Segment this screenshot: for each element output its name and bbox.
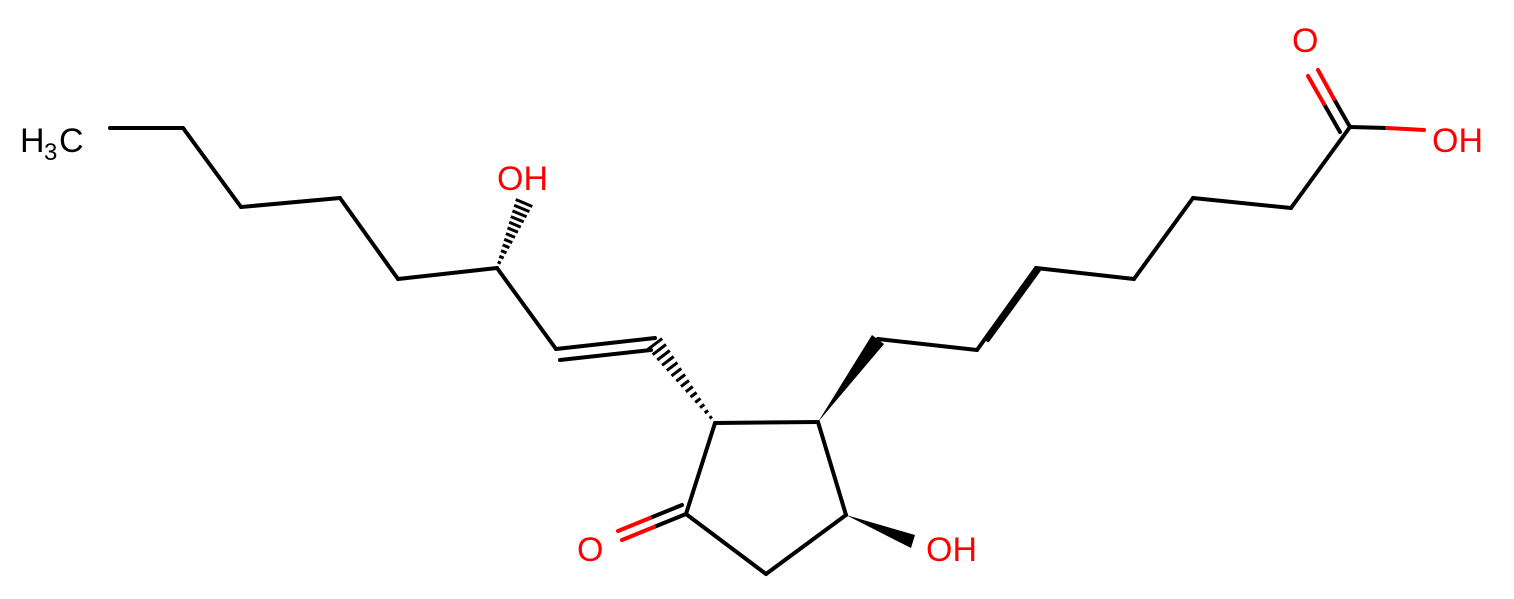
hash-stroke [656,349,671,362]
bond-c5-c6 [396,266,499,281]
hash-stroke [680,379,690,388]
bond-acid-c-o2-black [1322,102,1342,134]
bond-c3-c4 [239,196,342,209]
bond-c2-c3 [181,126,243,209]
wedge-bond-ring-to-oh [846,515,915,548]
methyl-c-label: C [59,122,84,160]
side-chain-hydroxyl-label: OH [497,160,548,198]
hash-stroke [506,226,519,234]
hash-stroke [505,232,516,239]
hash-stroke [651,343,667,356]
hash-stroke [511,209,528,219]
bond-c7-c8 [554,336,657,351]
hash-stroke [665,361,679,372]
hash-stroke [708,415,713,420]
bond-c14-c15 [1034,266,1136,281]
acid-hydroxyl-label: OH [1432,122,1483,160]
hash-stroke [689,391,698,399]
bond-ketone-c-o-black [652,512,688,529]
hash-stroke [500,249,508,255]
hash-stroke [497,260,502,265]
bond-ring-3 [764,513,848,576]
bond-acid-c-oh-red [1385,126,1426,132]
bonds-group [108,125,1352,576]
bond-ring-4 [684,512,768,576]
bond-ketone-c-o-red [620,525,656,542]
bond-c6-c7 [495,266,558,351]
hash-stroke [713,421,717,425]
bond-acid-c-o2-red [1306,74,1326,106]
wedge-bond-ring-to-chain [818,335,884,422]
hash-stroke [699,403,706,409]
bond-acid-c-o-black [1332,97,1352,129]
hash-stroke [510,215,525,224]
bond-c17-c18 [1289,125,1352,210]
bond-c15-c16 [1132,196,1195,281]
hash-stroke [684,385,694,393]
bond-ketone-c-o2-red [616,516,652,533]
hash-stroke [495,266,499,270]
heteroatom-bonds-group [616,68,1426,542]
bond-ketone-c-o2-black [648,503,684,520]
bond-acid-c-oh-black [1348,125,1389,130]
hashed-bond-ring-to-vinyl [646,337,717,425]
bond-c13-c14 [975,266,1038,352]
bond-c7-c8-second [558,348,653,362]
hash-stroke [675,373,687,383]
hash-stroke [515,198,533,208]
bond-c16-c17 [1191,196,1293,210]
bond-acid-c-o-red [1316,68,1336,101]
hash-stroke [513,203,530,213]
bond-c4-c5 [338,196,400,281]
hash-stroke [502,243,510,250]
hash-stroke [703,409,710,415]
hash-stroke [661,355,675,367]
hash-stroke [498,254,505,260]
bond-c13-c14-second [986,268,1041,342]
hash-stroke [694,397,702,404]
ketone-oxygen-label: O [577,531,603,569]
hash-stroke [670,367,683,378]
bond-c12-c13 [876,337,979,352]
ring-hydroxyl-label: OH [926,531,977,569]
atom-labels-group: H 3 C OH O OH O OH [20,22,1483,569]
methyl-h-label: H [20,122,45,160]
hash-stroke [508,220,522,229]
bond-ring-5 [684,421,717,516]
hashed-bond-chain-to-oh [495,198,533,270]
stereo-bonds-group [495,198,915,548]
bond-ring-2 [816,420,848,517]
hash-stroke [646,337,664,351]
carbonyl-oxygen-label: O [1292,22,1318,60]
bond-ring-1 [713,420,820,425]
methyl-subscript-label: 3 [44,139,57,166]
hash-stroke [503,237,513,244]
